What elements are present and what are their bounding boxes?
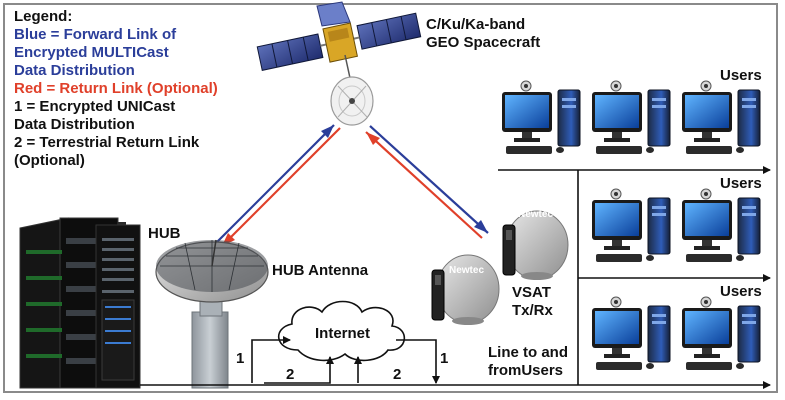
path-number-left-1: 1 <box>236 350 245 367</box>
legend-item2-line-2: (Optional) <box>14 152 85 169</box>
vsat-label-line-2: Tx/Rx <box>512 302 553 319</box>
vsat-brand-label-2: Newtec <box>449 265 485 276</box>
vsat-terminal-icon <box>431 210 569 325</box>
forward-link-vsat-arrow <box>369 125 489 234</box>
legend: Legend: Blue = Forward Link of Encrypted… <box>14 8 264 170</box>
users-label-top: Users <box>720 67 762 84</box>
legend-forward-line-2: Encrypted MULTICast <box>14 44 169 61</box>
hub-antenna-label: HUB Antenna <box>272 262 369 279</box>
hub-antenna-icon <box>155 239 269 389</box>
legend-title: Legend: <box>14 8 73 25</box>
vsat-label-line-1: VSAT <box>512 284 551 301</box>
return-link-vsat-arrow <box>365 131 483 239</box>
terrestrial-link-lines <box>251 336 440 384</box>
user-workstation-icon <box>502 80 581 154</box>
user-workstation-icon <box>592 296 671 370</box>
internet-label: Internet <box>315 325 371 342</box>
legend-return-line: Red = Return Link (Optional) <box>14 80 218 97</box>
line-to-users-label-2: fromUsers <box>488 362 564 379</box>
user-workstations <box>502 80 761 370</box>
user-workstation-icon <box>592 188 671 262</box>
path-number-right-2: 2 <box>393 366 402 383</box>
legend-forward-line-3: Data Distribution <box>14 62 135 79</box>
hub-server-rack-icon <box>19 217 141 389</box>
user-workstation-icon <box>592 80 671 154</box>
users-label-middle: Users <box>720 175 762 192</box>
spacecraft-label-line-2: GEO Spacecraft <box>426 34 541 51</box>
user-workstation-icon <box>682 188 761 262</box>
users-label-bottom: Users <box>720 283 762 300</box>
forward-link-hub-arrow <box>215 124 335 244</box>
path-number-right-1: 1 <box>440 350 449 367</box>
user-workstation-icon <box>682 296 761 370</box>
internet-cloud-icon <box>277 300 406 362</box>
diagram-frame <box>3 3 778 393</box>
line-to-users-label-1: Line to and <box>488 344 568 361</box>
legend-item1-line-1: 1 = Encrypted UNICast <box>14 98 176 115</box>
line-to-users <box>140 166 771 389</box>
legend-item1-line-2: Data Distribution <box>14 116 135 133</box>
legend-forward-line-1: Blue = Forward Link of <box>14 26 177 43</box>
spacecraft-label-line-1: C/Ku/Ka-band <box>426 16 526 33</box>
legend-item2-line-1: 2 = Terrestrial Return Link <box>14 134 200 151</box>
geo-spacecraft-icon <box>256 1 422 126</box>
vsat-brand-label-1: Newtec <box>518 209 554 220</box>
path-number-left-2: 2 <box>286 366 295 383</box>
hub-label: HUB <box>148 225 181 242</box>
user-workstation-icon <box>682 80 761 154</box>
